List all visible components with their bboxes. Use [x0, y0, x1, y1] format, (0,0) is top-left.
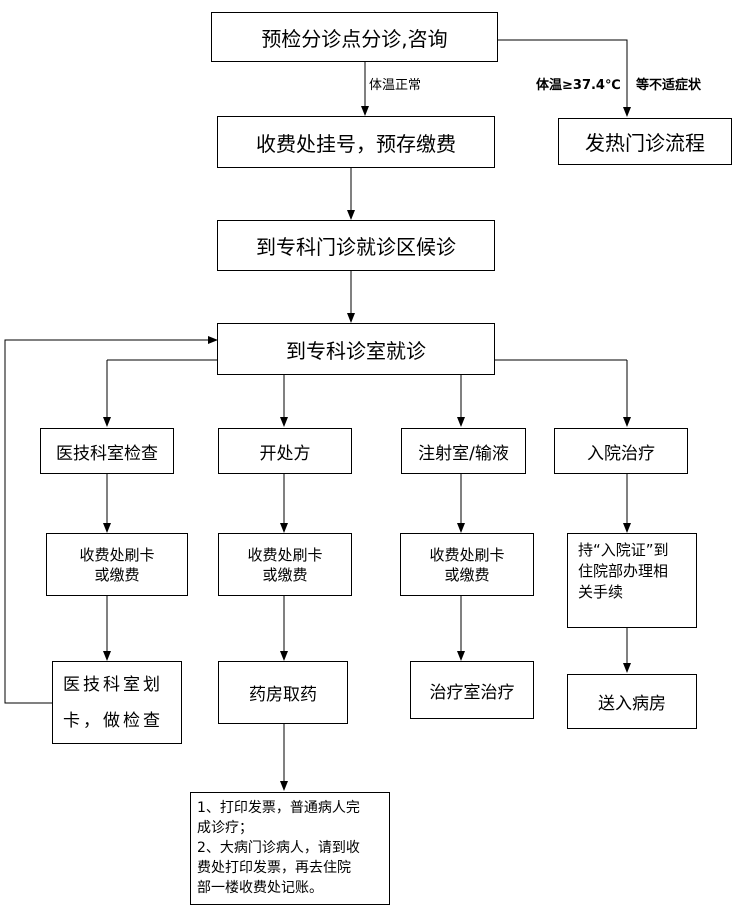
node-visit: 到专科诊室就诊 — [217, 323, 495, 375]
label-normal-temp: 体温正常 — [369, 78, 422, 93]
arrow-triage-fever — [498, 39, 631, 117]
node-exam-card: 医技科室划 卡，做检查 — [52, 661, 182, 744]
label-unwell: 等不适症状 — [636, 78, 702, 93]
node-pay-2: 收费处刷卡 或缴费 — [218, 533, 352, 596]
node-ward: 送入病房 — [567, 674, 697, 729]
node-pay-1: 收费处刷卡 或缴费 — [46, 533, 188, 596]
node-note: 1、打印发票，普通病人完 成诊疗； 2、大病门诊病人，请到收 费处打印发票，再去… — [190, 792, 390, 905]
node-admit: 入院治疗 — [554, 428, 688, 474]
node-exam: 医技科室检查 — [40, 428, 174, 474]
node-treat-room: 治疗室治疗 — [410, 661, 534, 719]
label-fever-temp: 体温≥37.4℃ — [536, 78, 621, 93]
node-prescribe: 开处方 — [218, 428, 352, 474]
node-register: 收费处挂号，预存缴费 — [217, 116, 495, 168]
node-fever: 发热门诊流程 — [558, 118, 732, 165]
arrow-loop-back — [4, 336, 218, 704]
node-pay-3: 收费处刷卡 或缴费 — [400, 533, 534, 596]
node-admit-cert: 持“入院证”到 住院部办理相 关手续 — [567, 533, 697, 628]
node-triage: 预检分诊点分诊,咨询 — [211, 12, 498, 62]
node-infusion: 注射室/输液 — [401, 428, 526, 474]
node-pharmacy: 药房取药 — [218, 661, 348, 724]
node-wait: 到专科门诊就诊区候诊 — [217, 220, 495, 271]
